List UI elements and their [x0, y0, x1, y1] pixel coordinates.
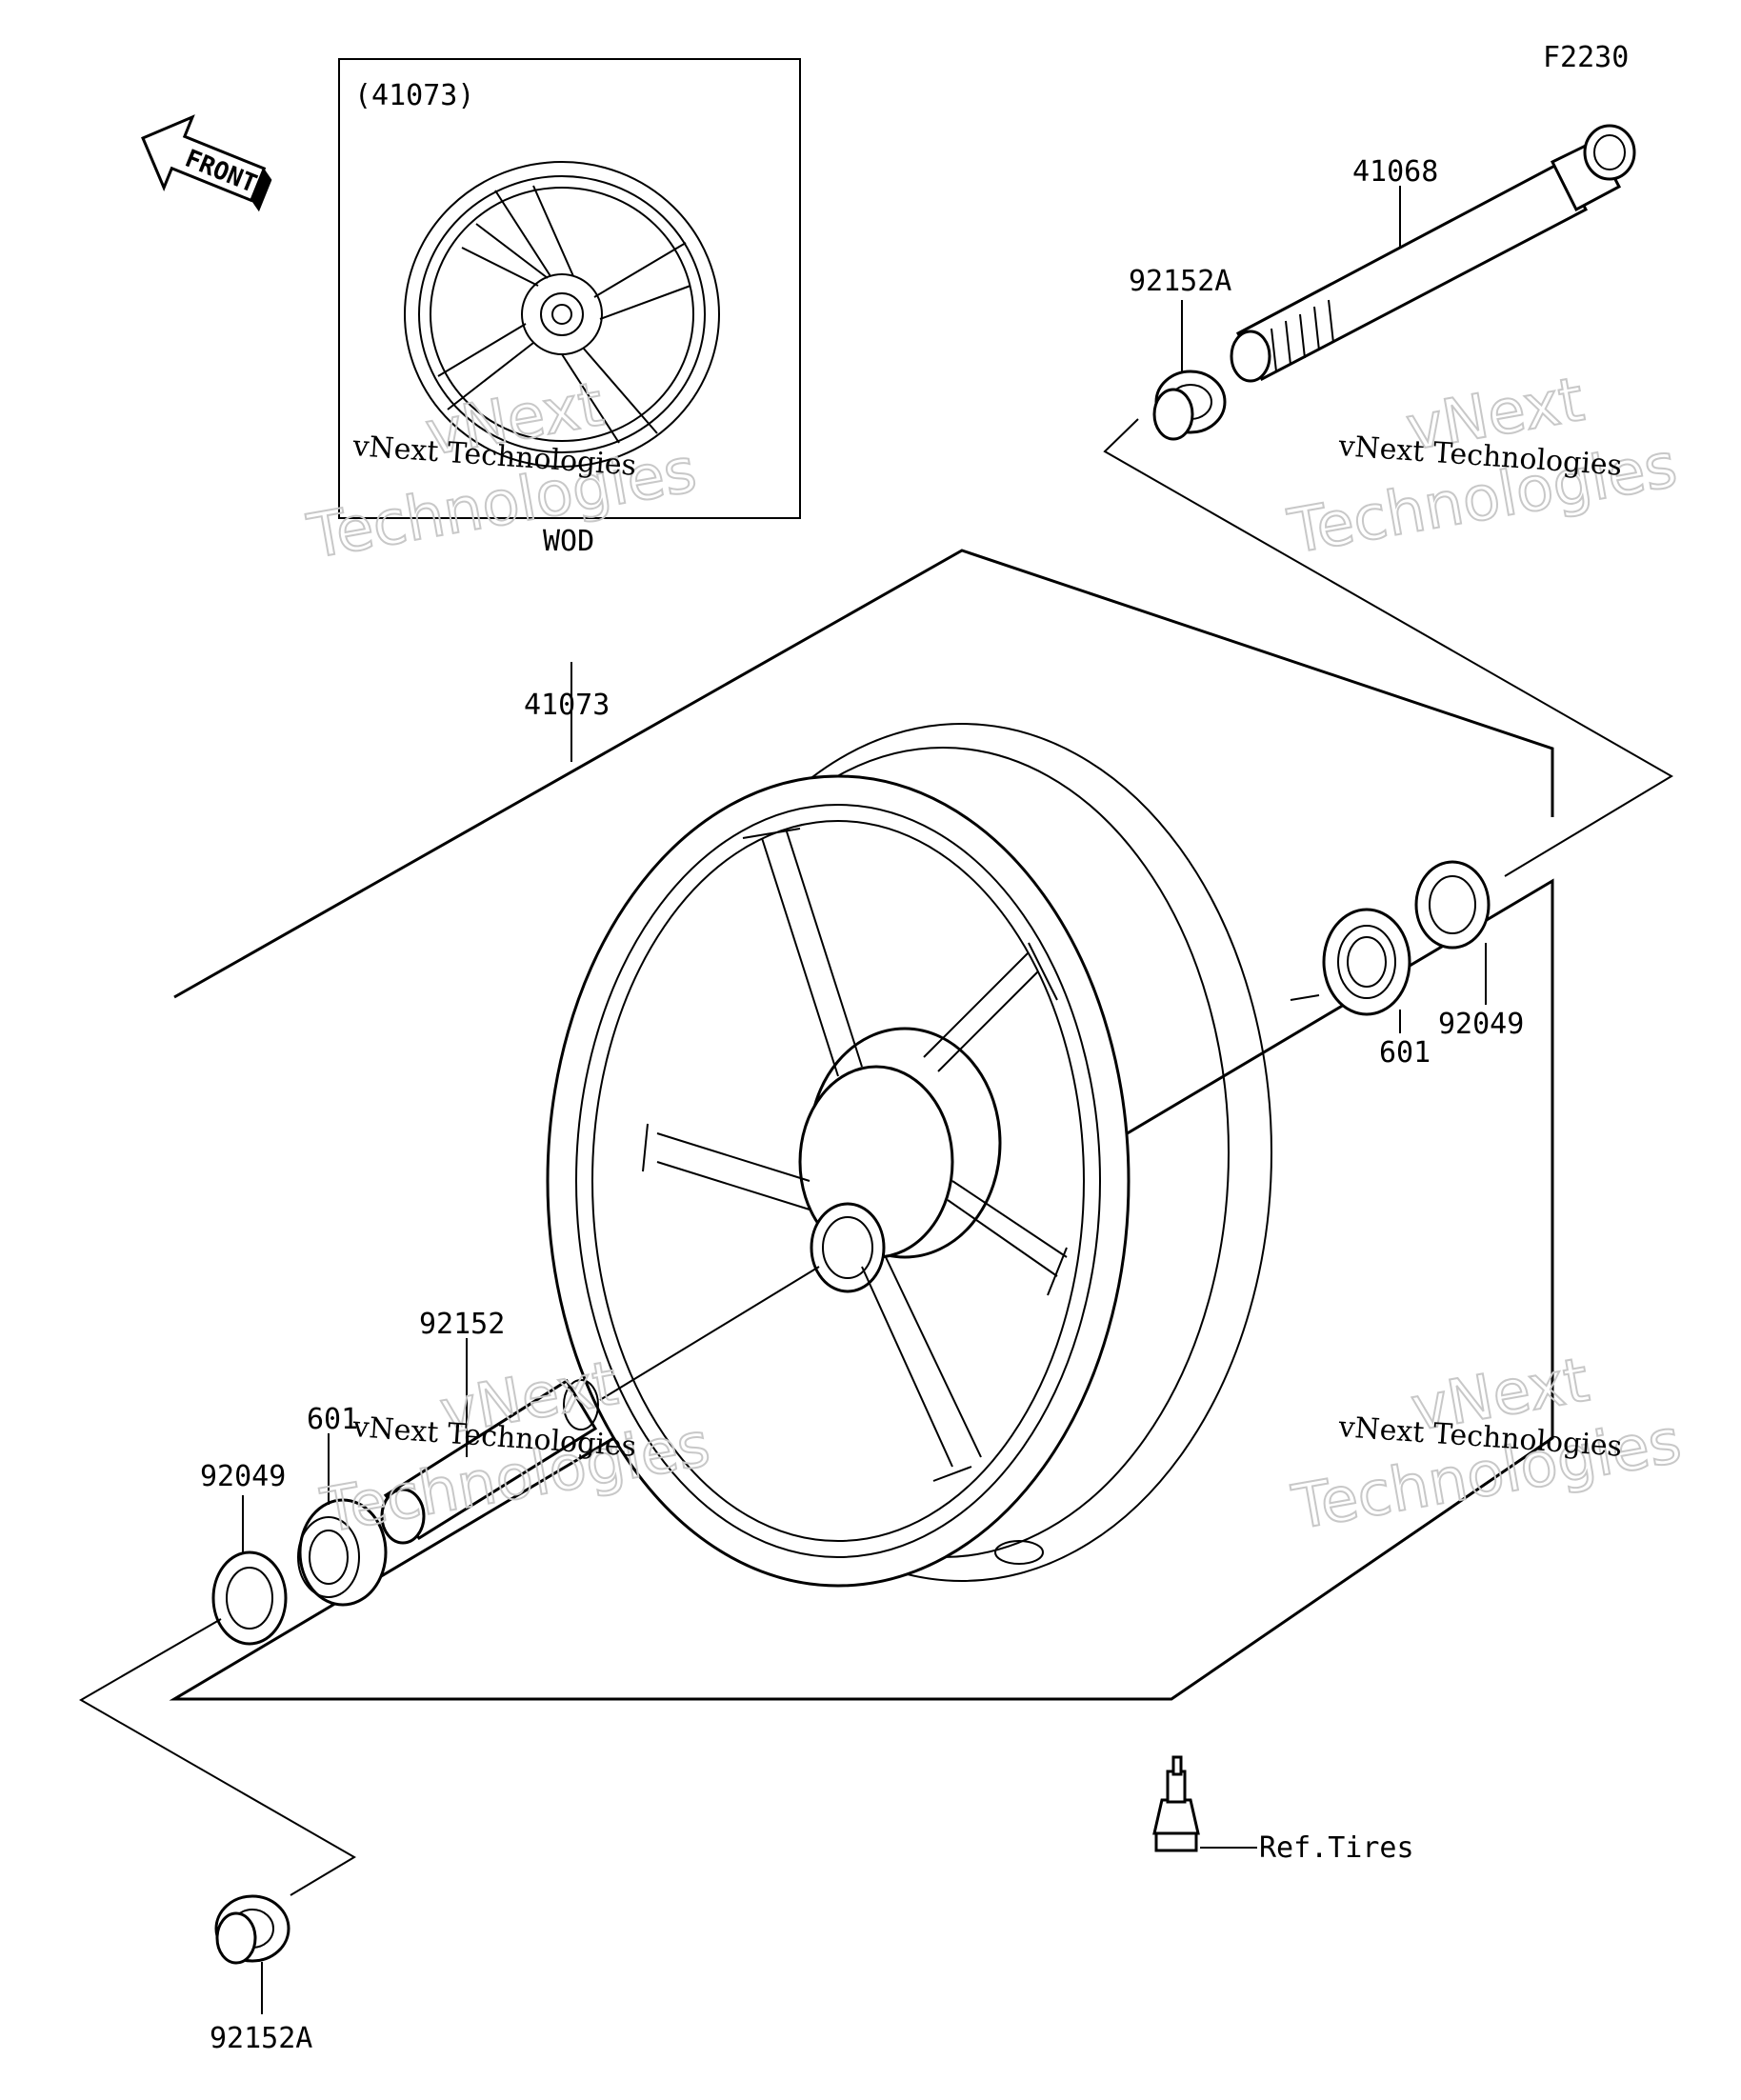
- axle-41068: 41068: [1230, 124, 1636, 383]
- collar-92152a-left: 92152A: [210, 1894, 312, 2055]
- axle-part-number: 41068: [1352, 155, 1438, 189]
- valve-icon: Ref.Tires: [1152, 1755, 1414, 1865]
- collar-92152a-right: 92152A: [1129, 265, 1231, 441]
- diagram-code: F2230: [1543, 41, 1629, 74]
- collar-right-part-number: 92152A: [1129, 265, 1231, 298]
- axle-leader-right: [1103, 418, 1673, 877]
- spacer-part-number: 92152: [419, 1308, 505, 1341]
- bearing-right-part-number: 601: [1379, 1036, 1431, 1070]
- spacer-92152: 92152: [380, 1266, 820, 1545]
- seal-92049-left: 92049: [200, 1460, 288, 1646]
- main-wheel-41073: 41073: [524, 662, 1272, 1588]
- collar-leader-left: [78, 1618, 356, 1896]
- inset-wheel-icon: [404, 161, 720, 468]
- front-arrow: FRONT: [141, 114, 272, 212]
- inset-variant-label: WOD: [543, 525, 594, 558]
- bearing-601-left: 601: [297, 1403, 388, 1607]
- inset-wheel-box: (41073) WOD: [338, 58, 801, 558]
- seal-right-part-number: 92049: [1438, 1008, 1524, 1041]
- seal-left-part-number: 92049: [200, 1460, 286, 1493]
- valve-ref-label: Ref.Tires: [1259, 1831, 1414, 1865]
- collar-left-part-number: 92152A: [210, 2022, 312, 2055]
- bearing-left-part-number: 601: [307, 1403, 358, 1436]
- seal-92049-right: 92049: [1414, 860, 1524, 1041]
- wheel-part-number: 41073: [524, 689, 610, 722]
- inset-ref-label: (41073): [354, 79, 474, 112]
- bearing-601-right: 601: [1290, 908, 1431, 1070]
